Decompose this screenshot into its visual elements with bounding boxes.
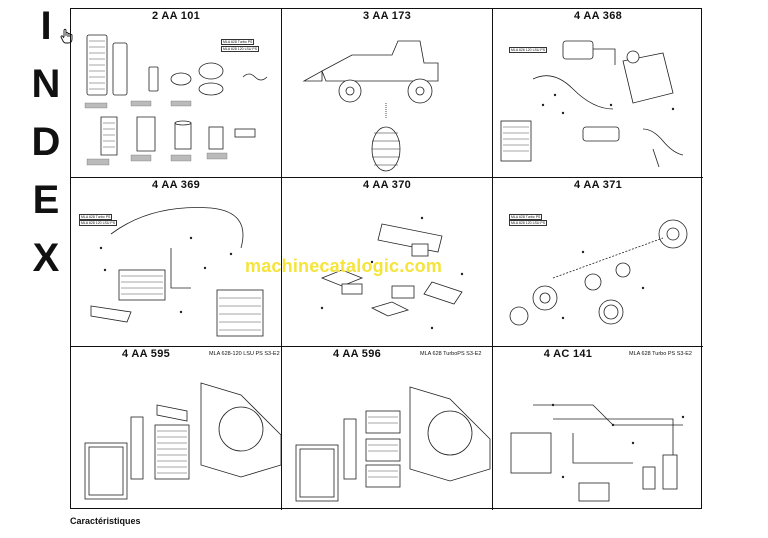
index-cell-4aa368[interactable]: 4 AA 368 MLA 626 120 LSU PS — [493, 9, 703, 178]
model-tag: MLA 628 Turbo PS — [509, 214, 543, 220]
index-cell-4ac141[interactable]: 4 AC 141 MLA 628 Turbo PS S3-E2 — [493, 347, 703, 510]
cell-reference: 4 AA 595 — [121, 348, 171, 360]
index-letter: I — [40, 4, 52, 48]
hand-cursor-icon — [60, 28, 73, 44]
radiator-exploded-drawing — [84, 382, 282, 500]
footer-label: Caractéristiques — [70, 516, 141, 526]
engine-mounts-drawing — [320, 216, 464, 330]
cell-model-subtitle: MLA 628 TurboPS S3-E2 — [420, 351, 482, 357]
index-cell-3aa173[interactable]: 3 AA 173 — [282, 9, 493, 178]
index-cell-2aa101[interactable]: 2 AA 101 MLA 628 Turbo PS MLA 628 120 LS… — [71, 9, 282, 178]
index-cell-4aa595[interactable]: 4 AA 595 MLA 628-120 LSU PS S3-E2 — [71, 347, 282, 510]
index-letter: N — [31, 62, 61, 106]
model-tag: MLA 628 120 LSU PS — [79, 220, 118, 226]
index-letter: E — [32, 178, 60, 222]
cell-reference: 4 AA 596 — [332, 348, 382, 360]
index-cell-4aa371[interactable]: 4 AA 371 MLA 628 Turbo PS MLA 626 120 LS… — [493, 178, 703, 347]
cell-reference: 3 AA 173 — [362, 10, 412, 22]
index-cell-4aa370[interactable]: 4 AA 370 — [282, 178, 493, 347]
watermark: machinecatalogic.com — [245, 256, 443, 276]
cell-reference: 4 AA 368 — [573, 10, 623, 22]
cooling-circuit-drawing — [90, 207, 264, 337]
cell-reference: 2 AA 101 — [151, 10, 201, 22]
exhaust-system-drawing — [500, 40, 684, 168]
model-tag: MLA 628 120 LSU PS — [221, 46, 260, 52]
index-cell-4aa369[interactable]: 4 AA 369 MLA 628 Turbo PS MLA 628 120 LS… — [71, 178, 282, 347]
cell-model-subtitle: MLA 628-120 LSU PS S3-E2 — [209, 351, 280, 357]
cell-reference: 4 AA 369 — [151, 179, 201, 191]
cell-reference: 4 AC 141 — [543, 348, 593, 360]
hydraulic-circuit-drawing — [510, 403, 685, 502]
radiator-exploded-drawing — [295, 386, 491, 502]
model-tag: MLA 628 Turbo PS — [221, 39, 255, 45]
telehandler-drawing — [302, 40, 439, 172]
model-tag: MLA 626 120 LSU PS — [509, 220, 548, 226]
cell-reference: 4 AA 370 — [362, 179, 412, 191]
index-letter: D — [31, 120, 61, 164]
model-tag: MLA 626 120 LSU PS — [509, 47, 548, 53]
model-tag: MLA 628 Turbo PS — [79, 214, 113, 220]
filters-drawing — [84, 34, 268, 166]
cell-reference: 4 AA 371 — [573, 179, 623, 191]
index-letter: X — [32, 236, 60, 280]
parts-index-grid: 2 AA 101 MLA 628 Turbo PS MLA 628 120 LS… — [70, 8, 703, 510]
fan-drive-drawing — [509, 219, 688, 326]
index-cell-4aa596[interactable]: 4 AA 596 MLA 628 TurboPS S3-E2 — [282, 347, 493, 510]
cell-model-subtitle: MLA 628 Turbo PS S3-E2 — [629, 351, 692, 357]
